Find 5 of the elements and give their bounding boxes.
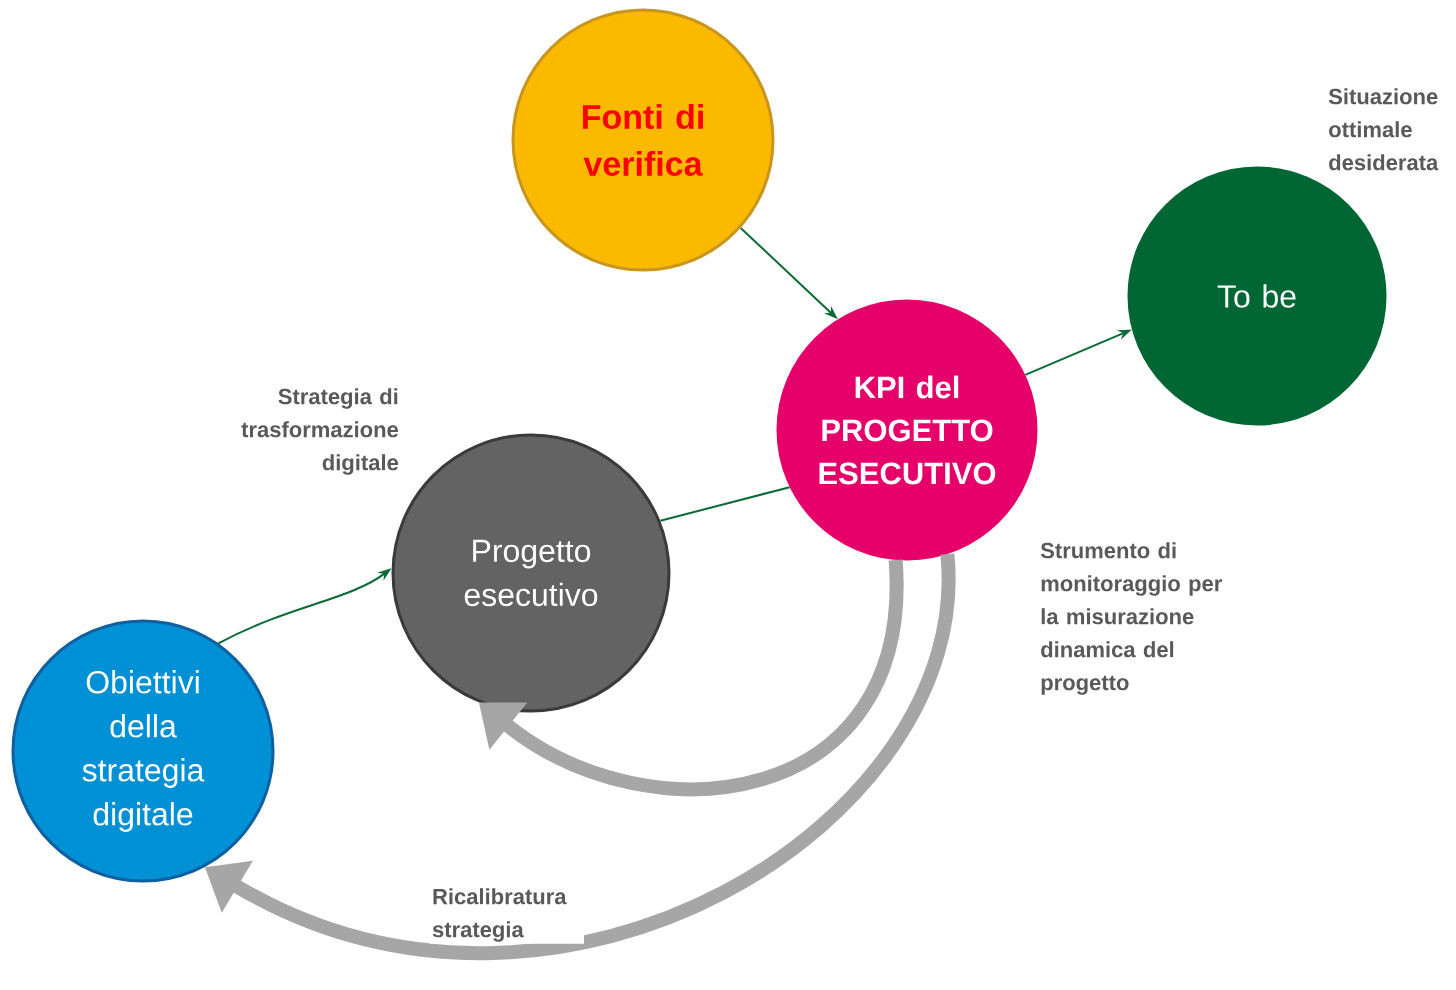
- circle-node: Obiettivi della strategia digitale: [11, 619, 275, 883]
- edge-label: Ricalibratura strategia: [430, 886, 584, 944]
- side-note: Strumento di monitoraggio per la misurazione dinamica del progetto: [1040, 542, 1222, 695]
- circle-node: KPI del PROGETTO ESECUTIVO: [776, 299, 1038, 561]
- circle-node: Fonti di verifica: [511, 8, 775, 272]
